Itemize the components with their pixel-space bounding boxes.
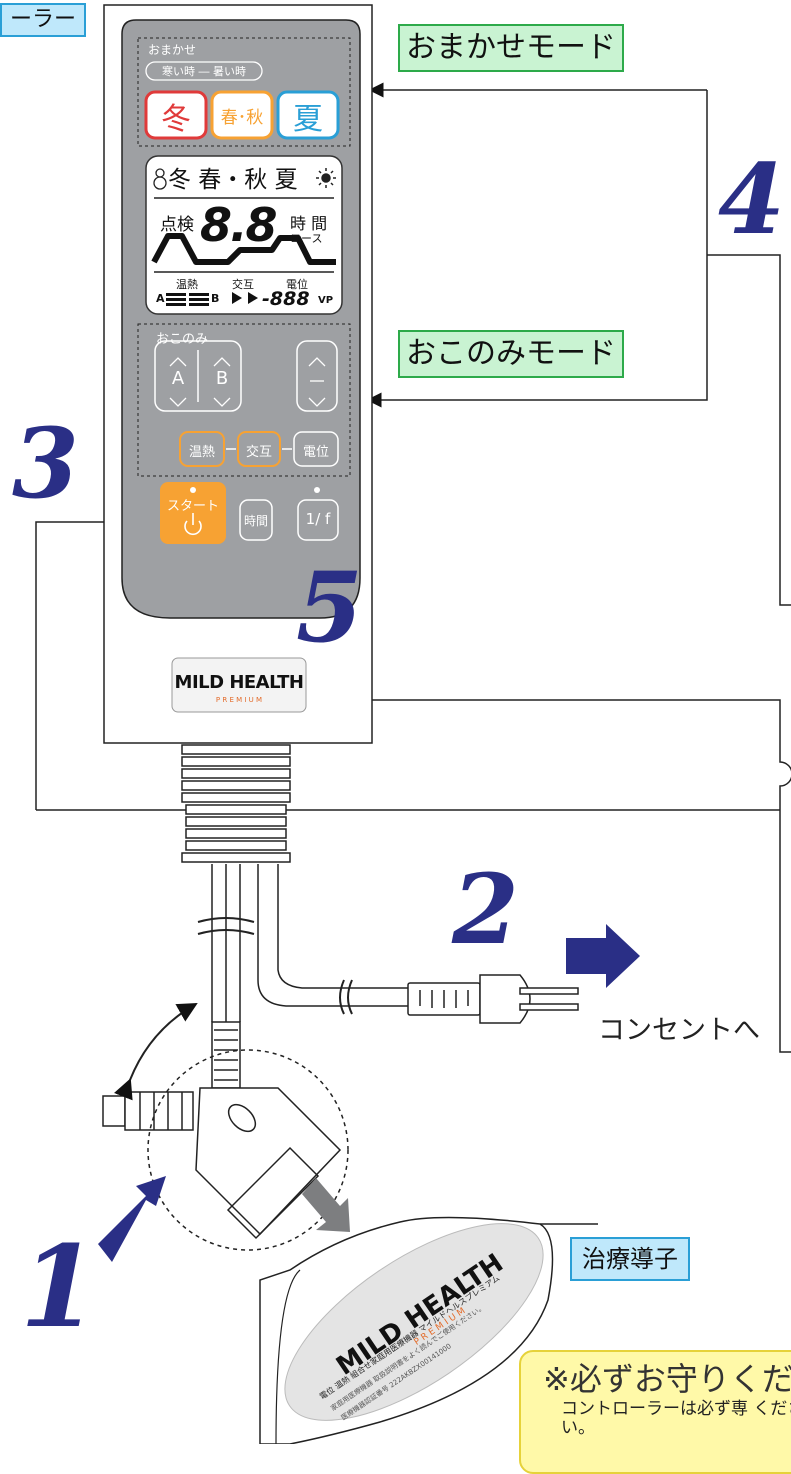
okonomi-mode-tag: おこのみモード	[398, 330, 624, 378]
level-button[interactable]	[296, 340, 338, 412]
cables	[197, 864, 420, 1022]
notice-box: ※必ずお守りくだ コントローラーは必ず専 ください。	[519, 1350, 791, 1474]
season-range-pill	[145, 61, 263, 81]
time-button[interactable]	[239, 499, 273, 541]
step1-arrow	[98, 1176, 166, 1262]
brand-plate	[171, 657, 307, 713]
lcd-check-text: 点検	[160, 215, 194, 235]
1f-button-label: 1/ f	[305, 510, 331, 528]
omakase-mode-tag: おまかせモード	[398, 24, 624, 72]
winter-button[interactable]	[144, 90, 208, 140]
lcd-b-text: B	[211, 292, 220, 305]
lcd-seasons-text: 冬 春・秋 夏	[168, 167, 298, 193]
lcd-alternate-text: 交互	[232, 278, 254, 291]
outlet-label: コンセントへ	[598, 1015, 760, 1046]
power-icon	[184, 513, 202, 536]
potential-button[interactable]	[293, 431, 339, 467]
alternate-button-label: 交互	[245, 445, 272, 460]
rotate-arrow-icon	[114, 1003, 198, 1101]
lcd-display	[145, 155, 343, 315]
controller-label-tag: ーラー	[0, 3, 87, 37]
potential-button-label: 電位	[302, 445, 329, 460]
rotation-circle	[147, 1049, 349, 1251]
spring-autumn-label: 春･秋	[220, 108, 264, 128]
notice-text: コントローラーは必ず専 ください。	[561, 1399, 791, 1438]
cable-strain-relief	[181, 744, 291, 863]
therapy-pad-tag: 治療導子	[570, 1237, 690, 1281]
summer-button[interactable]	[276, 90, 340, 140]
lcd-vp-text: VP	[318, 295, 334, 306]
season-range-text: 寒い時 ― 暑い時	[162, 65, 246, 78]
diagram-canvas	[35, 4, 791, 1444]
btn-a-label: A	[171, 368, 185, 389]
arrow-right-icon	[566, 924, 640, 988]
step-4-number: 4	[718, 143, 785, 256]
pad-label-oval	[284, 1223, 544, 1421]
time-button-label: 時間	[243, 514, 268, 528]
lcd-a-text: A	[156, 292, 165, 305]
lcd-digits: 8.8	[200, 198, 277, 252]
lcd-potential-value: -888	[262, 288, 310, 310]
lcd-course-wave	[151, 233, 336, 265]
step-2-number: 2	[452, 853, 519, 966]
step-3-number: 3	[12, 407, 79, 520]
winter-label: 冬	[161, 102, 191, 137]
plug-icon	[407, 974, 579, 1024]
btn-b-label: B	[215, 368, 229, 389]
spring-autumn-button[interactable]	[210, 90, 274, 140]
omakase-header: おまかせ	[148, 43, 197, 57]
heat-button[interactable]	[179, 431, 225, 467]
start-button-label: スタート	[166, 499, 219, 514]
lcd-heat-bars	[166, 293, 209, 306]
brand-name: MILD HEALTH	[174, 672, 304, 693]
insert-arrow	[302, 1178, 350, 1232]
summer-label: 夏	[293, 102, 323, 137]
okonomi-header: おこのみ	[156, 332, 209, 347]
step-5-number: 5	[296, 551, 363, 664]
omakase-frame	[137, 37, 351, 147]
lcd-time-text: 時 間	[290, 214, 328, 233]
ab-button-group[interactable]	[154, 340, 242, 412]
lcd-course-text: コース	[290, 232, 323, 245]
lcd-potential-text: 電位	[286, 278, 308, 291]
brand-sub: P R E M I U M	[215, 696, 263, 704]
lcd-heat-text: 温熱	[176, 278, 198, 291]
notice-title: ※必ずお守りくだ	[543, 1360, 791, 1398]
sun-icon	[316, 168, 336, 188]
lcd-alternate-icon	[232, 292, 258, 304]
1f-button[interactable]	[297, 499, 339, 541]
okonomi-frame	[137, 323, 351, 477]
snowman-icon	[153, 168, 167, 190]
step-1-number: 1	[20, 1222, 98, 1353]
alternate-button[interactable]	[237, 431, 281, 467]
heat-button-label: 温熱	[188, 445, 215, 460]
